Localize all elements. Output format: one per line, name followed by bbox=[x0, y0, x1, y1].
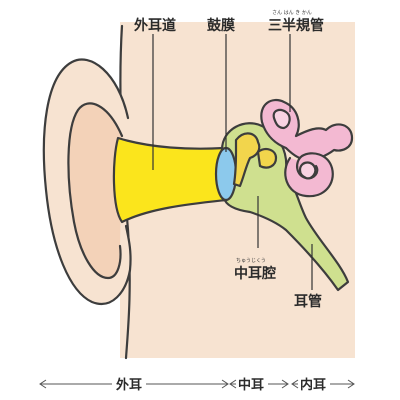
zone-middle-left-head bbox=[229, 379, 237, 389]
label-middle-ear-cavity: 中耳腔 bbox=[234, 265, 276, 282]
label-semicircular-ruby: さん はん き かん bbox=[272, 9, 312, 16]
label-semicircular-canals: 三半規管 bbox=[268, 17, 324, 34]
zone-outer-ear: 外耳 bbox=[115, 377, 142, 393]
zone-middle-ear: 中耳 bbox=[238, 377, 264, 393]
label-eardrum: 鼓膜 bbox=[207, 17, 235, 34]
zone-inner-ear: 内耳 bbox=[300, 377, 326, 393]
semicircular-canal-loop bbox=[272, 108, 291, 130]
zone-inner-left-head bbox=[291, 379, 299, 389]
zone-outer-right-head bbox=[221, 379, 229, 389]
ear-canal bbox=[112, 136, 228, 224]
outer-ear-inner-fold bbox=[67, 102, 124, 280]
stapes bbox=[256, 148, 278, 169]
zone-inner-right-head bbox=[347, 379, 355, 389]
zone-outer-left-head bbox=[39, 379, 47, 389]
label-eustachian-tube: 耳管 bbox=[294, 293, 322, 310]
zone-middle-right-head bbox=[281, 379, 289, 389]
label-middle-ear-ruby: ちゅうじくう bbox=[236, 258, 266, 264]
cochlea-core bbox=[298, 161, 317, 180]
head-outline bbox=[119, 24, 131, 360]
label-ear-canal: 外耳道 bbox=[134, 17, 176, 34]
eardrum-membrane bbox=[214, 146, 238, 202]
ossicles bbox=[232, 132, 261, 188]
